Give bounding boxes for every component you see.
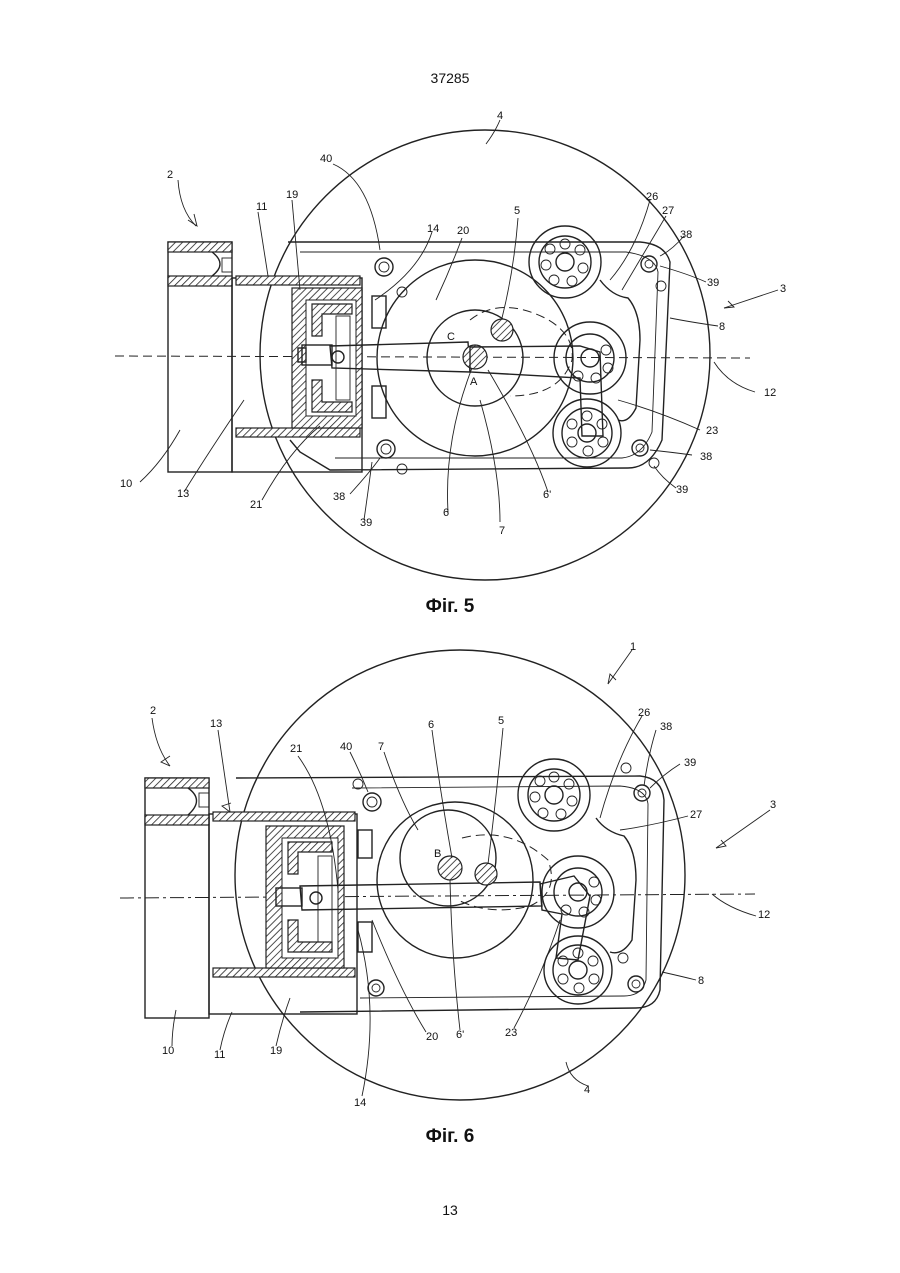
label-38-top: 38 <box>680 229 692 241</box>
label-39-top: 39 <box>707 277 719 289</box>
figure-5-caption: Фіг. 5 <box>0 596 900 618</box>
label-27: 27 <box>662 205 674 217</box>
lever-23 <box>540 876 590 960</box>
label-6-prime: 6' <box>543 489 551 501</box>
label-40: 40 <box>340 741 352 753</box>
crank-pin-6 <box>463 345 487 369</box>
label-11: 11 <box>256 201 267 213</box>
document-number: 37285 <box>0 70 900 86</box>
label-38-left: 38 <box>333 491 345 503</box>
bearing-top <box>529 226 601 298</box>
figure-6-drawing: 1 2 13 21 40 7 6 5 26 38 39 3 27 B 12 8 … <box>0 640 900 1120</box>
label-B: B <box>434 848 441 860</box>
label-5: 5 <box>498 715 504 727</box>
figure-5-drawing: 4 2 40 11 19 14 20 5 26 27 38 39 3 8 C A… <box>0 100 900 590</box>
label-21: 21 <box>250 499 262 511</box>
cylinder-wall-bottom <box>213 968 355 977</box>
label-26: 26 <box>646 191 658 203</box>
bearing-middle <box>554 322 626 394</box>
page-number: 13 <box>0 1202 900 1218</box>
label-2: 2 <box>150 705 156 717</box>
lever-23 <box>470 346 603 436</box>
label-38-right: 38 <box>700 451 712 463</box>
label-6: 6 <box>443 507 449 519</box>
label-19: 19 <box>270 1045 282 1057</box>
label-26: 26 <box>638 707 650 719</box>
axis-12 <box>120 894 755 898</box>
housing-10 <box>168 242 232 472</box>
label-4: 4 <box>584 1084 590 1096</box>
label-23: 23 <box>706 425 718 437</box>
label-4: 4 <box>497 110 503 122</box>
label-12: 12 <box>758 909 770 921</box>
label-40: 40 <box>320 153 332 165</box>
label-20: 20 <box>426 1031 438 1043</box>
label-27: 27 <box>690 809 702 821</box>
label-39: 39 <box>684 757 696 769</box>
frame-26 <box>596 818 636 953</box>
crank-pin-6 <box>438 856 462 880</box>
label-11: 11 <box>214 1049 225 1061</box>
label-6-prime: 6' <box>456 1029 464 1041</box>
label-13: 13 <box>210 718 222 730</box>
pin-5 <box>475 863 497 885</box>
bearing-middle <box>542 856 614 928</box>
cylinder-wall-bottom <box>236 428 360 437</box>
label-38: 38 <box>660 721 672 733</box>
label-8: 8 <box>719 321 725 333</box>
label-10: 10 <box>120 478 132 490</box>
label-1: 1 <box>630 641 636 653</box>
label-14: 14 <box>427 223 439 235</box>
label-39-left: 39 <box>360 517 372 529</box>
label-A: A <box>470 376 478 388</box>
frame-26 <box>600 280 640 421</box>
label-21: 21 <box>290 743 302 755</box>
label-8: 8 <box>698 975 704 987</box>
label-39-right: 39 <box>676 484 688 496</box>
pin-5 <box>491 319 513 341</box>
figure-5-labels: 4 2 40 11 19 14 20 5 26 27 38 39 3 8 C A… <box>120 110 786 537</box>
label-3: 3 <box>780 283 786 295</box>
label-14: 14 <box>354 1097 366 1109</box>
plate-8-inner <box>352 786 648 998</box>
label-20: 20 <box>457 225 469 237</box>
bearing-bottom <box>544 936 612 1004</box>
label-3: 3 <box>770 799 776 811</box>
label-2: 2 <box>167 169 173 181</box>
cylinder-wall-top <box>236 276 360 285</box>
bearing-bottom <box>553 399 621 467</box>
cylinder-wall-top <box>213 812 355 821</box>
label-6: 6 <box>428 719 434 731</box>
crank-disc-20 <box>377 802 533 958</box>
bearing-top <box>518 759 590 831</box>
label-7: 7 <box>378 741 384 753</box>
screws <box>353 763 650 996</box>
figure-6-caption: Фіг. 6 <box>0 1126 900 1148</box>
label-7: 7 <box>499 525 505 537</box>
label-10: 10 <box>162 1045 174 1057</box>
label-19: 19 <box>286 189 298 201</box>
label-5: 5 <box>514 205 520 217</box>
label-12: 12 <box>764 387 776 399</box>
crank-dashed <box>458 835 551 910</box>
label-C: C <box>447 331 455 343</box>
label-13: 13 <box>177 488 189 500</box>
figure-6-labels: 1 2 13 21 40 7 6 5 26 38 39 3 27 B 12 8 … <box>150 641 776 1109</box>
label-23: 23 <box>505 1027 517 1039</box>
